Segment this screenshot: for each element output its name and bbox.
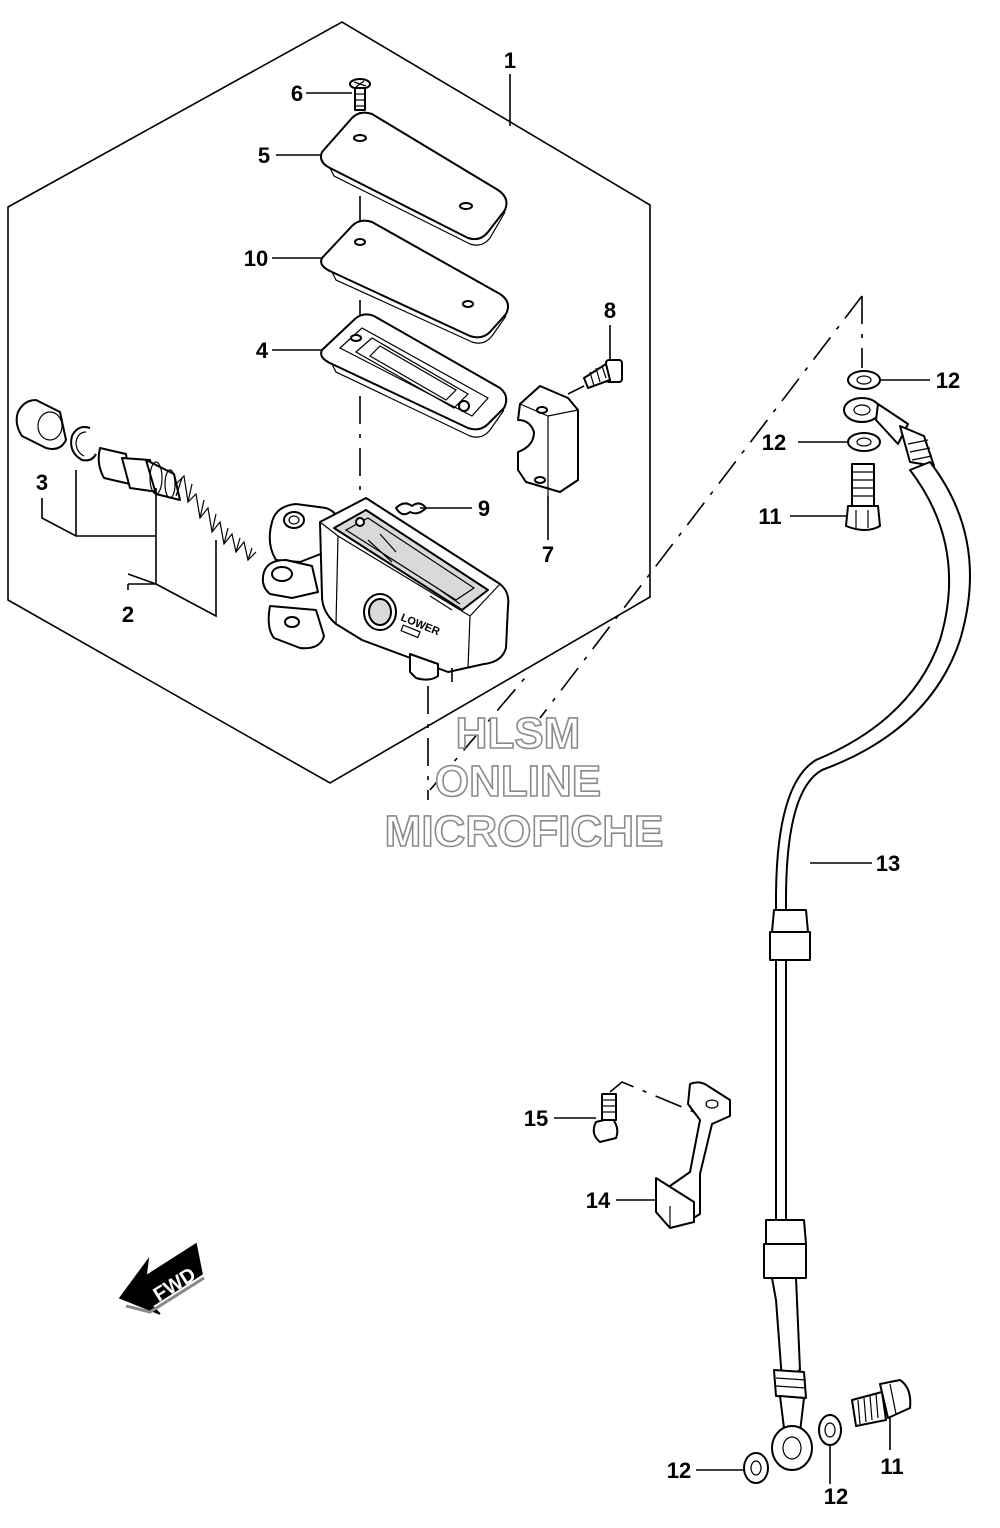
part-11-banjo-bolt-lower [851,1379,912,1427]
hose-banjo-fitting-lower [771,1395,813,1471]
part-15-bolt [592,1093,619,1143]
forward-direction-arrow: FWD [118,1242,205,1315]
part-3-boot [15,399,67,450]
part-6-screw [349,78,371,111]
part-12-washer-lower-2 [818,1414,842,1446]
callout-5: 5 [258,143,270,168]
callout-12-lower-left: 12 [667,1458,691,1483]
callout-8: 8 [604,298,616,323]
part-14-hose-guide [655,1081,731,1229]
part-4-diaphragm [320,313,508,438]
part-7-handlebar-holder [517,385,579,498]
callout-11-lower: 11 [880,1454,903,1479]
watermark-line-2: ONLINE [435,757,601,806]
part-12-washer-upper-2 [847,432,881,452]
part-11-banjo-bolt-upper [845,463,881,531]
callout-14: 14 [586,1188,611,1213]
callout-leaders [272,74,930,1484]
part-9-clip [395,502,427,516]
callout-11-upper: 11 [758,504,781,529]
callout-15: 15 [524,1106,548,1131]
part-12-washer-lower-1 [743,1452,769,1484]
part-8-holder-bolt [583,359,623,389]
master-cylinder-body: LOWER [261,497,510,682]
part-5-reservoir-cap [320,111,508,246]
part-12-washer-upper-1 [847,370,881,390]
callout-7: 7 [542,542,554,567]
watermark-line-1: HLSM [456,709,581,758]
part-2-piston [97,447,181,501]
part-2-spring [175,474,257,562]
callout-12-upper-left: 12 [762,430,786,455]
part-2-circlip [70,426,97,462]
watermark-line-3: MICROFICHE [385,807,664,856]
callout-3: 3 [36,470,48,495]
callout-6: 6 [291,81,303,106]
hose-banjo-fitting-upper [843,397,935,467]
callout-12-lower-right: 12 [824,1484,848,1509]
part-10-diaphragm-plate [320,219,509,344]
watermark: HLSM ONLINE MICROFICHE [384,708,664,857]
callout-1: 1 [504,48,516,73]
assembly-boundary [7,21,651,784]
callout-labels: 1 6 5 10 4 8 3 9 7 2 12 12 11 13 15 14 1… [36,48,960,1509]
callout-10: 10 [244,246,268,271]
callout-9: 9 [478,496,490,521]
callout-2: 2 [122,602,134,627]
part-13-brake-hose [763,461,971,1399]
callout-13: 13 [876,851,900,876]
callout-12-upper-right: 12 [936,368,960,393]
callout-4: 4 [256,338,269,363]
